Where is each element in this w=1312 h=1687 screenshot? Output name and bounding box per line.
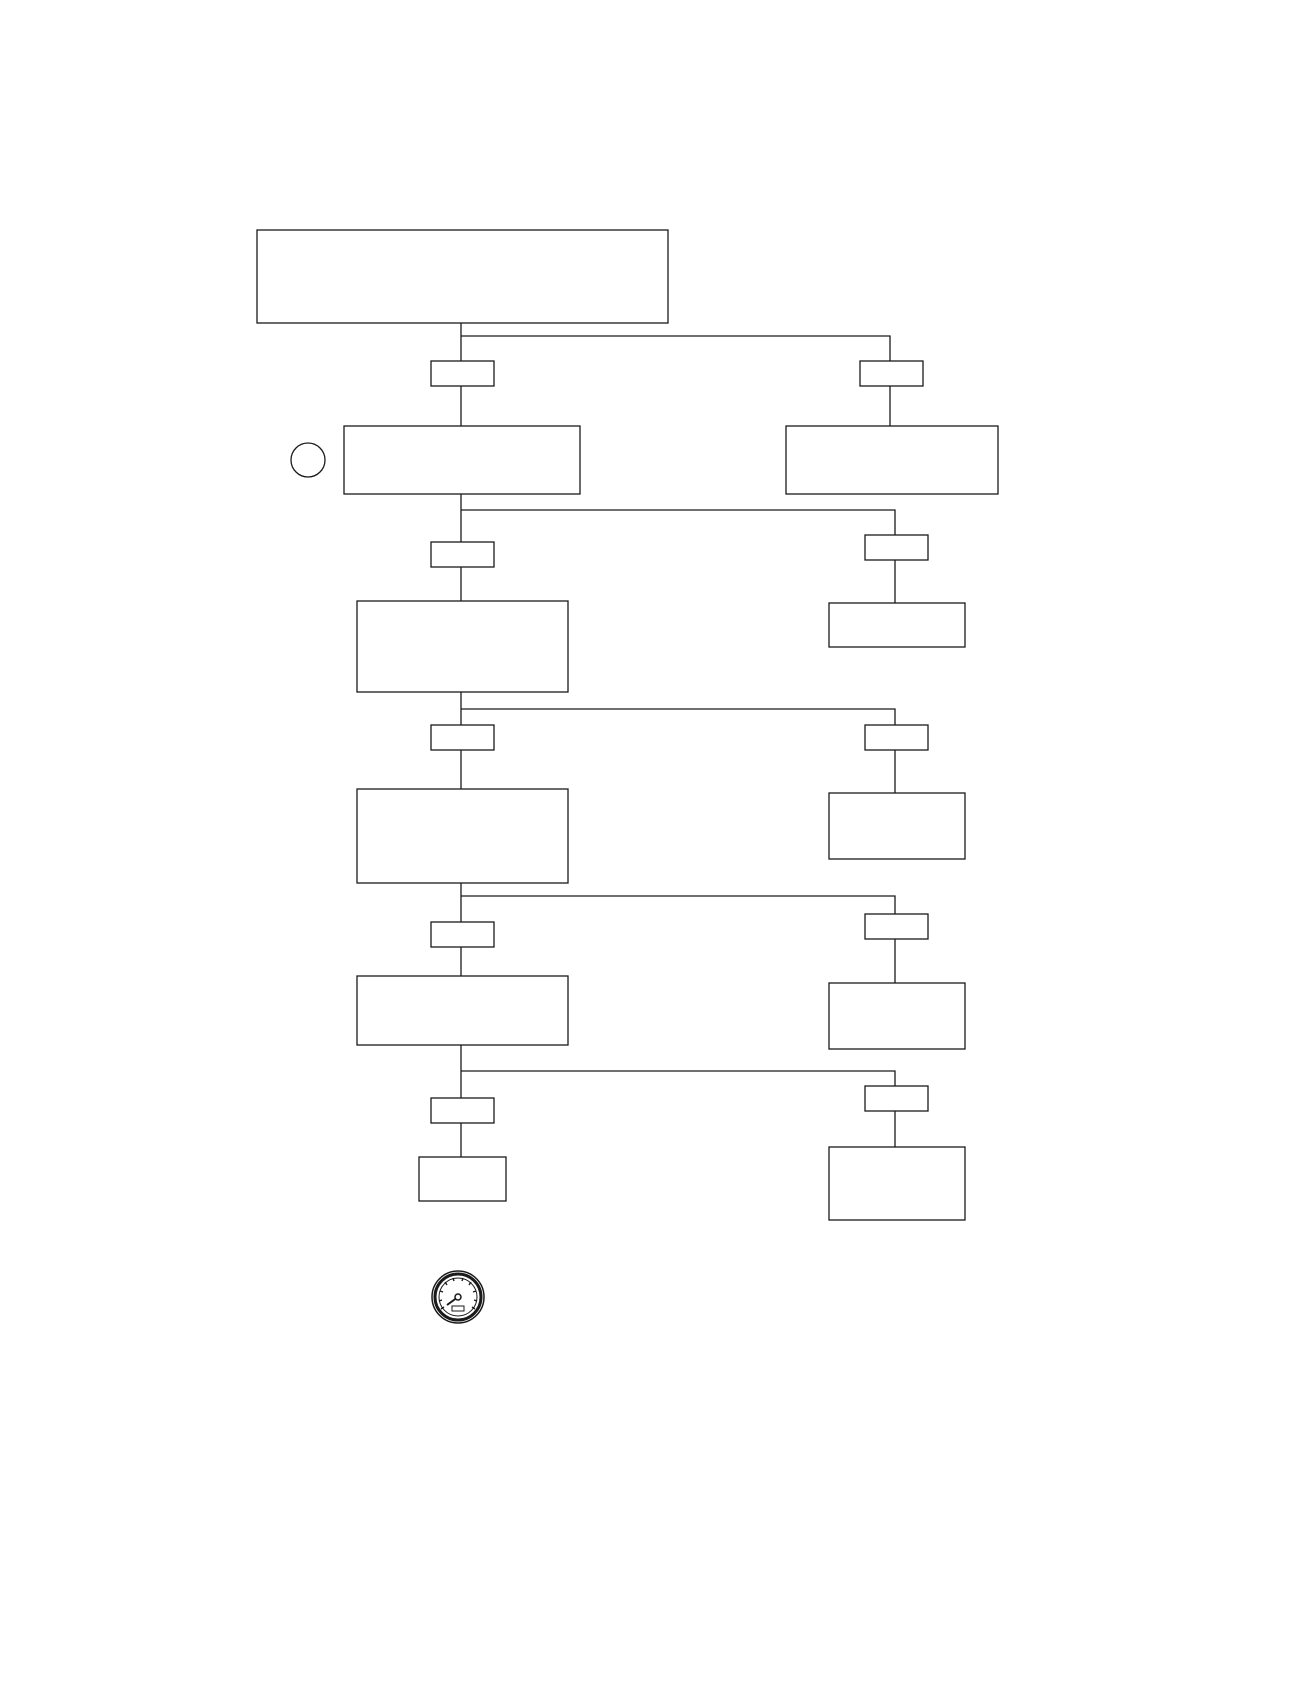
decision-label-yes-1 (430, 360, 495, 387)
connector-step4-right (461, 1070, 896, 1147)
node-step-3 (356, 788, 569, 884)
connector-step1-right (461, 509, 896, 603)
node-alt-2 (828, 602, 966, 648)
connector-step2-right (461, 708, 896, 793)
node-step-1 (343, 425, 581, 495)
decision-label-no-1 (859, 360, 924, 387)
node-end-1 (418, 1156, 507, 1202)
decision-label-no-2 (864, 534, 929, 561)
decision-label-yes-3 (430, 724, 495, 751)
node-step-2 (356, 600, 569, 693)
node-end-2 (828, 1146, 966, 1221)
pressure-gauge-icon (431, 1270, 485, 1324)
node-step-4 (356, 975, 569, 1046)
node-alt-1 (785, 425, 999, 495)
decision-label-no-5 (864, 1085, 929, 1112)
connector-step3-right (461, 895, 896, 983)
decision-label-yes-5 (430, 1097, 495, 1124)
decision-label-yes-2 (430, 541, 495, 568)
decision-label-no-3 (864, 724, 929, 751)
decision-label-yes-4 (430, 921, 495, 948)
node-root (256, 229, 669, 324)
node-alt-3 (828, 792, 966, 860)
step-marker-circle (290, 442, 326, 478)
node-alt-4 (828, 982, 966, 1050)
connector-root-right (461, 335, 891, 426)
decision-label-no-4 (864, 913, 929, 940)
